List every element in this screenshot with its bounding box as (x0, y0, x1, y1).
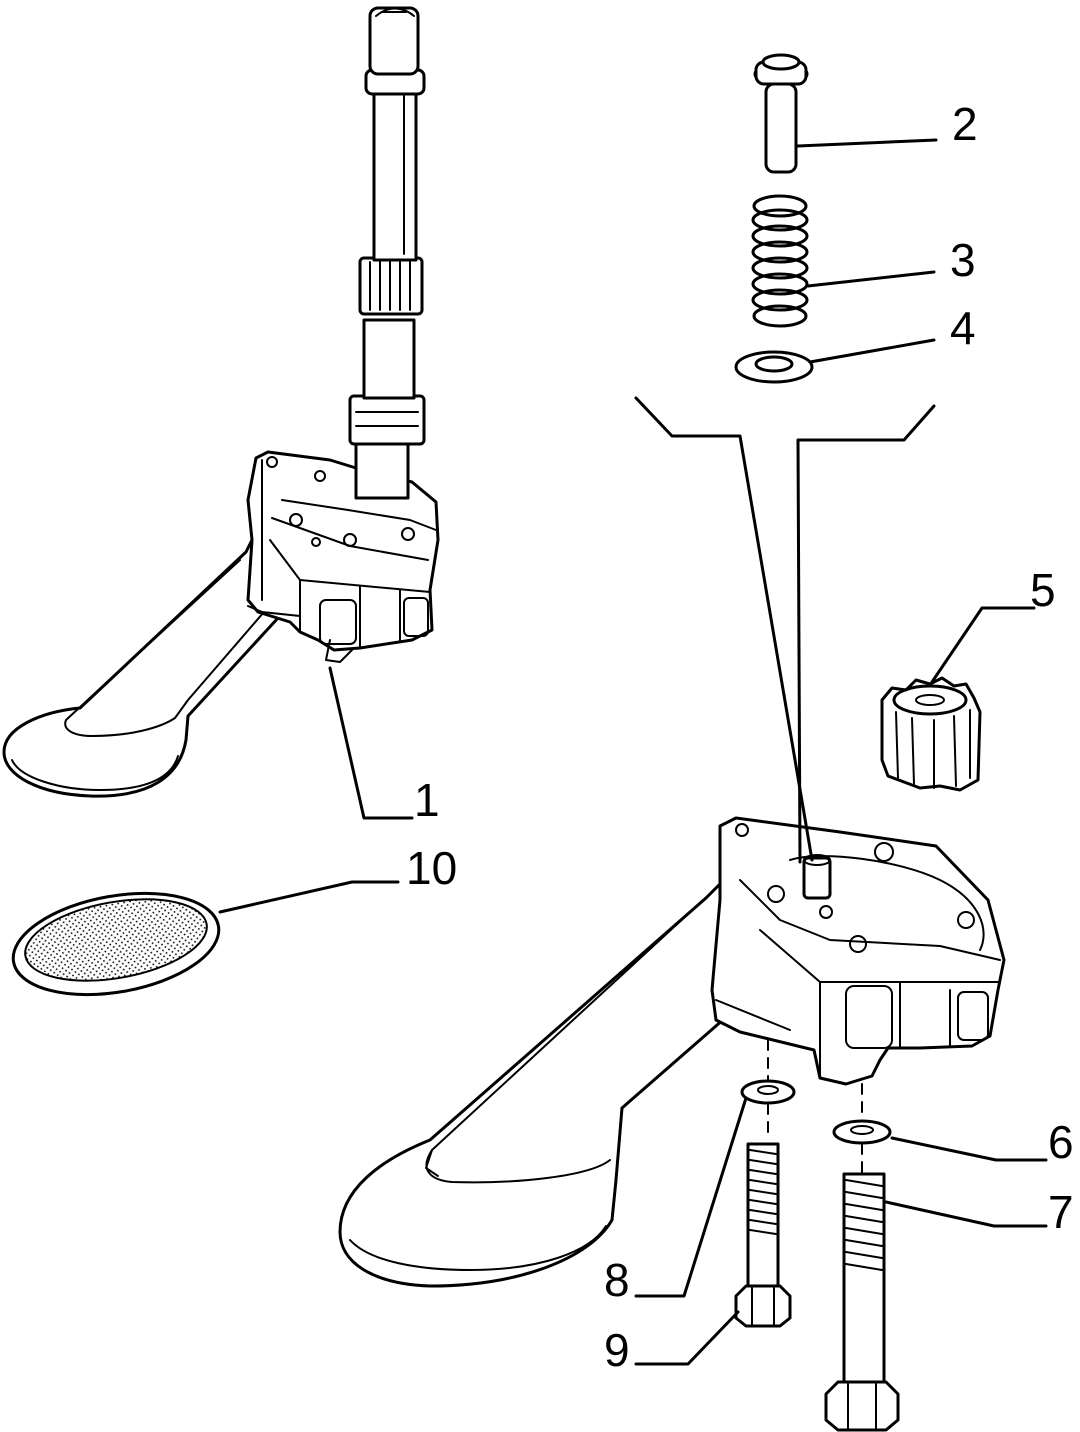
drive-gear-drawing (880, 676, 982, 792)
leader-lines (218, 138, 1048, 1366)
callout-8: 8 (604, 1254, 630, 1306)
callout-1: 1 (414, 774, 440, 826)
leader-line-4 (808, 338, 936, 364)
relief-plunger-drawing (753, 53, 809, 174)
leader-line-9 (634, 1310, 740, 1366)
leader-line-6 (890, 1136, 1048, 1162)
relief-spring-drawing (751, 194, 809, 328)
screw-7-drawing (824, 1172, 900, 1432)
leader-line-1 (328, 666, 414, 820)
callout-6: 6 (1048, 1116, 1074, 1168)
callout-labels: 1 2 3 4 5 6 7 8 9 10 (406, 98, 1074, 1376)
leader-line-8 (634, 1096, 748, 1298)
callout-7: 7 (1048, 1186, 1074, 1238)
screw-9-drawing (734, 1142, 792, 1328)
leader-line-2 (796, 138, 938, 148)
callout-4: 4 (950, 302, 976, 354)
exploded-pump-body-drawing (338, 816, 1006, 1288)
callout-10: 10 (406, 842, 457, 894)
callout-9: 9 (604, 1324, 630, 1376)
callout-3: 3 (950, 234, 976, 286)
leader-line-5 (930, 606, 1036, 684)
leader-line-7 (884, 1200, 1048, 1228)
assembled-oil-pump-drawing (2, 6, 440, 798)
callout-2: 2 (952, 98, 978, 150)
assembly-guide-lines (634, 396, 936, 1173)
leader-line-3 (806, 270, 936, 288)
strainer-screen-drawing (11, 891, 221, 997)
washer-6-drawing (832, 1119, 892, 1145)
callout-5: 5 (1030, 564, 1056, 616)
washer-drawing (734, 350, 814, 384)
leader-line-10 (218, 880, 400, 914)
washer-8-drawing (740, 1079, 796, 1105)
